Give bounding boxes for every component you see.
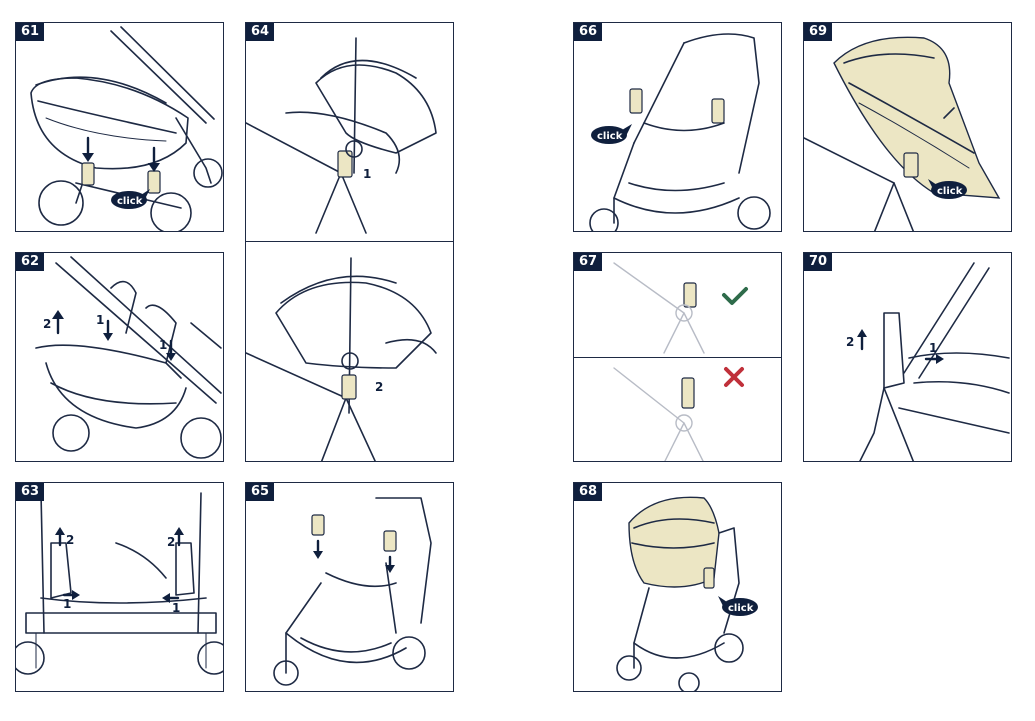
callout-1: 1: [63, 597, 72, 611]
panel-step-68: 68 click: [573, 482, 782, 692]
panel-step-63: 63 2 2 1 1: [15, 482, 224, 692]
callout-2b: 2: [167, 535, 176, 549]
cross-icon: [724, 367, 744, 387]
step-number: 67: [574, 253, 603, 271]
illustration-adapter-release: [857, 262, 1010, 461]
step-number: 69: [804, 23, 833, 41]
illustration-release-adapters: [16, 492, 223, 675]
check-icon: [722, 287, 748, 305]
step-number: 62: [16, 253, 45, 271]
illustration-car-seat-attach: [246, 37, 437, 461]
svg-text:click: click: [728, 603, 754, 614]
step-number: 65: [246, 483, 275, 501]
svg-text:click: click: [597, 131, 623, 142]
click-badge: click: [718, 596, 758, 616]
step-number: 61: [16, 23, 45, 41]
step-number: 68: [574, 483, 603, 501]
illustration-seat-frame-clicks: click: [589, 33, 771, 231]
click-badge: click: [591, 124, 632, 144]
svg-text:click: click: [937, 186, 963, 197]
callout-2: 2: [375, 380, 384, 394]
panel-step-64: 64 1 2: [245, 22, 454, 462]
panel-step-62: 62 2 1 1: [15, 252, 224, 462]
step-number: 64: [246, 23, 275, 41]
panel-step-70: 70 2 1: [803, 252, 1012, 462]
callout-1: 1: [96, 313, 105, 327]
callout-1b: 1: [172, 601, 181, 615]
callout-2: 2: [43, 317, 52, 331]
illustration-bassinet-attach: click: [30, 26, 223, 231]
svg-text:click: click: [117, 196, 143, 207]
panel-divider: [246, 241, 453, 242]
step-number: 70: [804, 253, 833, 271]
step-number: 66: [574, 23, 603, 41]
panel-step-65: 65: [245, 482, 454, 692]
callout-1: 1: [363, 167, 372, 181]
callout-1: 1: [929, 341, 938, 355]
step-number: 63: [16, 483, 45, 501]
click-badge: click: [111, 189, 150, 209]
panel-step-67: 67: [573, 252, 782, 462]
illustration-seat-unit-attach: click: [804, 36, 1001, 231]
callout-2: 2: [66, 533, 75, 547]
panel-divider: [574, 357, 781, 358]
click-badge: click: [928, 179, 967, 199]
panel-step-61: 61 click: [15, 22, 224, 232]
panel-step-69: 69 click: [803, 22, 1012, 232]
panel-step-66: 66 click: [573, 22, 782, 232]
illustration-attach-seat-adapters: [273, 497, 432, 686]
callout-1b: 1: [159, 338, 168, 352]
callout-2: 2: [846, 335, 855, 349]
illustration-bassinet-remove: [35, 256, 222, 459]
illustration-bassinet-on-frame: click: [616, 496, 758, 691]
illustration-adapter-check: [613, 262, 748, 461]
